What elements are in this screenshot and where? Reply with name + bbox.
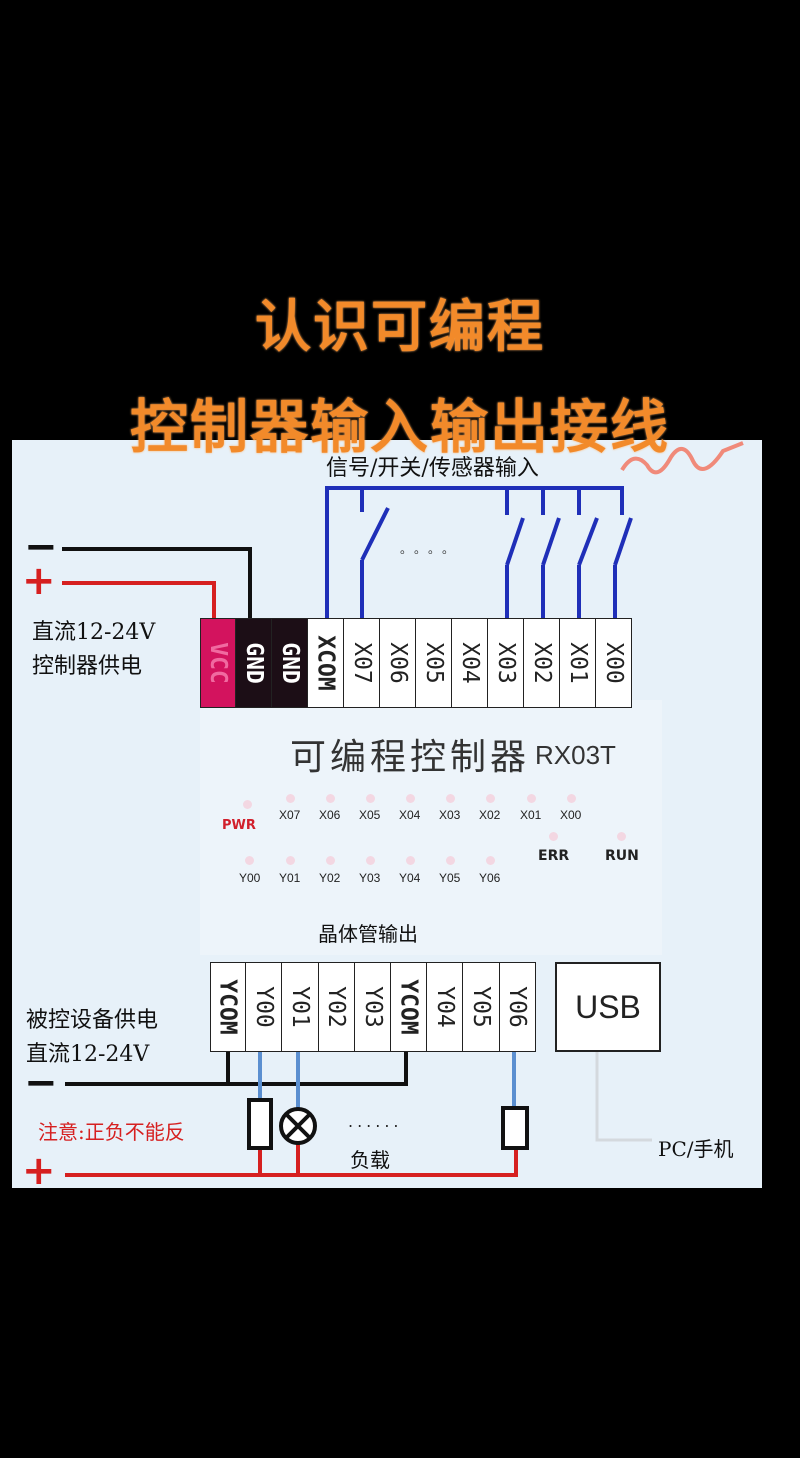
terminal-x05[interactable]: X05 — [416, 618, 452, 708]
led-label-y01: Y01 — [279, 871, 301, 885]
led-x03 — [446, 794, 455, 803]
led-y05 — [446, 856, 455, 865]
terminal-x00[interactable]: X00 — [596, 618, 632, 708]
led-y04 — [406, 856, 415, 865]
output-terminal-strip: YCOM Y00 Y01 Y02 Y03 YCOM Y04 Y05 Y06 — [210, 962, 536, 1052]
controller-board — [200, 700, 662, 955]
err-led — [549, 832, 558, 841]
led-x07 — [286, 794, 295, 803]
terminal-y04[interactable]: Y04 — [427, 962, 464, 1052]
terminal-y02[interactable]: Y02 — [318, 962, 355, 1052]
output-type-label: 晶体管输出 — [318, 922, 418, 946]
led-label-y06: Y06 — [479, 871, 501, 885]
load-plus-sign: + — [22, 1148, 56, 1194]
load-voltage-label: 直流12-24V — [26, 1042, 150, 1067]
terminal-x01[interactable]: X01 — [560, 618, 596, 708]
run-led — [617, 832, 626, 841]
switch-x00-blade — [613, 517, 633, 566]
terminal-xcom[interactable]: XCOM — [308, 618, 344, 708]
title-line-2: 控制器输入输出接线 — [129, 393, 670, 461]
led-label-x07: X07 — [279, 808, 301, 822]
controller-model: RX03T — [535, 740, 616, 770]
load-negative-wire — [65, 1052, 408, 1086]
led-label-x06: X06 — [319, 808, 341, 822]
run-label: RUN — [605, 848, 639, 864]
terminal-x06[interactable]: X06 — [380, 618, 416, 708]
led-label-y00: Y00 — [239, 871, 261, 885]
decorative-squiggle — [620, 441, 744, 475]
title-line-1: 认识可编程 — [255, 295, 545, 360]
led-y03 — [366, 856, 375, 865]
usb-port[interactable]: USB — [555, 962, 661, 1052]
input-signal-label: 信号/开关/传感器输入 — [326, 456, 539, 481]
usb-cable — [595, 1052, 652, 1142]
led-label-x03: X03 — [439, 808, 461, 822]
pc-label: PC/手机 — [658, 1137, 734, 1161]
power-label-purpose: 控制器供电 — [32, 654, 143, 679]
terminal-ycom-2[interactable]: YCOM — [390, 962, 428, 1052]
terminal-y05[interactable]: Y05 — [463, 962, 500, 1052]
pwr-led — [243, 800, 252, 809]
err-label: ERR — [538, 848, 570, 864]
led-y01 — [286, 856, 295, 865]
pwr-label: PWR — [222, 818, 256, 833]
led-x02 — [486, 794, 495, 803]
terminal-x04[interactable]: X04 — [452, 618, 488, 708]
power-minus-sign: − — [24, 524, 58, 570]
load-dots: ...... — [348, 1112, 403, 1131]
load-coil-icon — [501, 1106, 529, 1150]
led-label-x04: X04 — [399, 808, 421, 822]
terminal-y00[interactable]: Y00 — [246, 962, 283, 1052]
led-label-x00: X00 — [560, 808, 582, 822]
led-label-x05: X05 — [359, 808, 381, 822]
led-label-x02: X02 — [479, 808, 501, 822]
led-x01 — [527, 794, 536, 803]
input-terminal-strip: VCC GND GND XCOM X07 X06 X05 X04 X03 X02… — [200, 618, 632, 708]
input-common-wire — [325, 486, 624, 618]
switch-x07-blade — [360, 507, 390, 561]
led-label-y03: Y03 — [359, 871, 381, 885]
power-plus-sign: + — [22, 558, 56, 604]
led-x00 — [567, 794, 576, 803]
led-y06 — [486, 856, 495, 865]
led-label-y04: Y04 — [399, 871, 421, 885]
switch-x03-blade — [505, 517, 525, 566]
terminal-vcc[interactable]: VCC — [200, 618, 236, 708]
load-positive-wire — [65, 1148, 518, 1177]
load-label: 负载 — [350, 1148, 390, 1172]
terminal-y01[interactable]: Y01 — [282, 962, 319, 1052]
terminal-gnd-2[interactable]: GND — [272, 618, 308, 708]
input-dots: 。。。。 — [400, 542, 463, 556]
supply-positive-wire — [62, 581, 216, 618]
terminal-y03[interactable]: Y03 — [354, 962, 391, 1052]
led-x05 — [366, 794, 375, 803]
led-x04 — [406, 794, 415, 803]
terminal-x02[interactable]: X02 — [524, 618, 560, 708]
polarity-note: 注意:正负不能反 — [38, 1120, 185, 1144]
led-y00 — [245, 856, 254, 865]
switch-x02-blade — [541, 517, 561, 566]
led-label-y02: Y02 — [319, 871, 341, 885]
terminal-ycom-1[interactable]: YCOM — [210, 962, 247, 1052]
load-power-label: 被控设备供电 — [26, 1008, 159, 1033]
terminal-x03[interactable]: X03 — [488, 618, 524, 708]
led-y02 — [326, 856, 335, 865]
load-minus-sign: − — [24, 1060, 58, 1106]
led-label-x01: X01 — [520, 808, 542, 822]
switch-x01-blade — [577, 517, 599, 566]
power-label-voltage: 直流12-24V — [32, 620, 156, 645]
load-relay-icon — [247, 1098, 273, 1150]
controller-name: 可编程控制器 — [290, 737, 531, 778]
led-x06 — [326, 794, 335, 803]
terminal-gnd-1[interactable]: GND — [236, 618, 272, 708]
supply-negative-wire — [62, 547, 252, 618]
terminal-x07[interactable]: X07 — [344, 618, 380, 708]
led-label-y05: Y05 — [439, 871, 461, 885]
terminal-y06[interactable]: Y06 — [499, 962, 536, 1052]
